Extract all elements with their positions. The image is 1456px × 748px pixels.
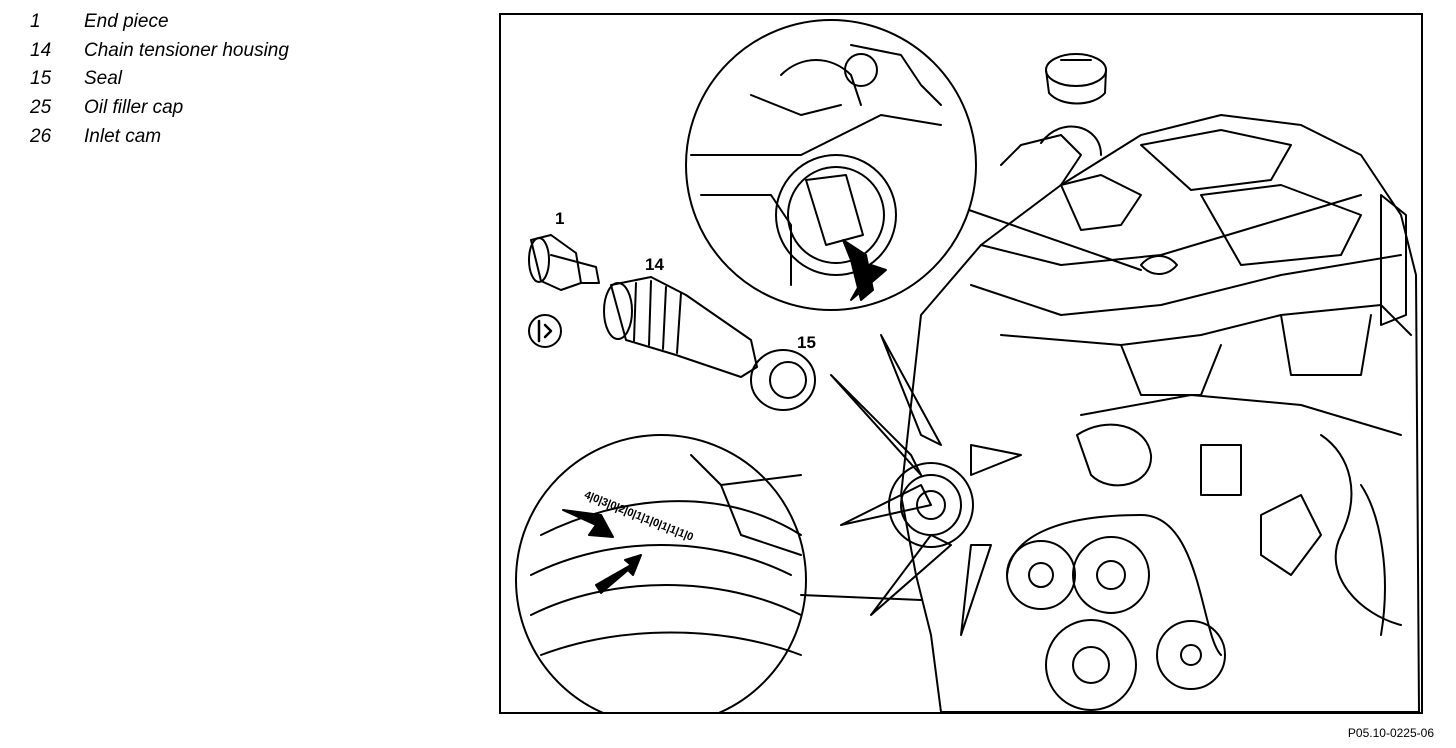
oil-filler-cap: [1045, 53, 1107, 105]
legend-number: 15: [30, 68, 52, 90]
legend-row-25: 25 Oil filler cap: [30, 94, 289, 123]
legend-row-26: 26 Inlet cam: [30, 122, 289, 151]
belt-pulleys: [1006, 423, 1226, 711]
chain-tensioner-housing-part: [603, 276, 758, 378]
legend-label: Oil filler cap: [84, 97, 184, 119]
legend-label: End piece: [84, 11, 169, 33]
legend-row-15: 15 Seal: [30, 65, 289, 94]
legend-number: 14: [30, 39, 52, 61]
seal-part: [750, 349, 816, 411]
parts-legend: 1 End piece 14 Chain tensioner housing 1…: [30, 8, 289, 151]
callout-14: 14: [645, 255, 664, 274]
legend-number: 26: [30, 125, 52, 147]
magnified-timing-scale-detail: [515, 434, 922, 712]
engine-illustration: 1 14 15 4|0|3|0|2|0|1|1|0|1|1|1|0: [499, 13, 1423, 714]
magnified-inlet-cam-detail: [685, 19, 1142, 311]
engine-drawing: [515, 19, 1420, 712]
legend-number: 1: [30, 11, 41, 33]
engine-block: [900, 114, 1420, 712]
legend-row-14: 14 Chain tensioner housing: [30, 37, 289, 66]
figure-id: P05.10-0225-06: [1347, 726, 1434, 740]
end-piece-part: [528, 234, 600, 348]
legend-label: Chain tensioner housing: [84, 39, 289, 61]
legend-number: 25: [30, 97, 52, 119]
legend-row-1: 1 End piece: [30, 8, 289, 37]
callout-1: 1: [555, 209, 565, 228]
legend-label: Seal: [84, 68, 123, 90]
cooling-fan: [830, 334, 1022, 636]
callout-15: 15: [797, 333, 816, 352]
legend-label: Inlet cam: [84, 125, 162, 147]
